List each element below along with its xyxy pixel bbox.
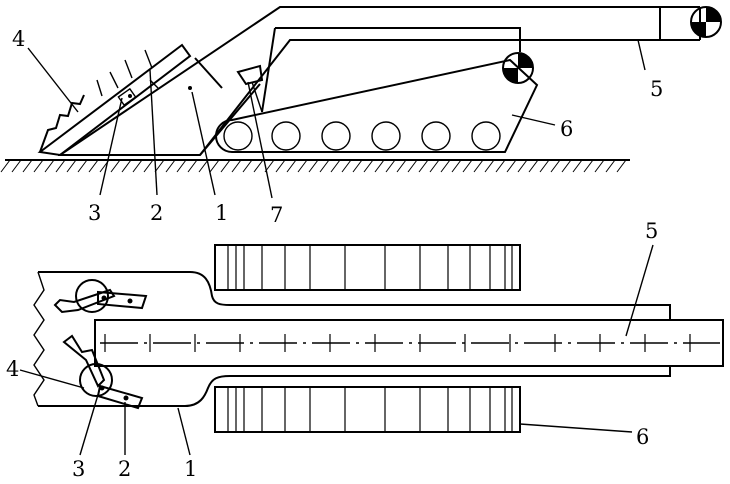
ground-hatch xyxy=(374,159,385,173)
ground-hatch xyxy=(484,159,495,173)
ground-hatch xyxy=(319,159,330,173)
ground-hatch xyxy=(517,159,528,173)
ground-hatch xyxy=(506,159,517,173)
label-crank-top: 3 xyxy=(72,457,85,481)
ground-hatch xyxy=(561,159,572,173)
label-shovel-top: 1 xyxy=(184,457,197,481)
break-line xyxy=(33,271,45,407)
ground-hatch xyxy=(341,159,352,173)
drive-sprocket-icon xyxy=(502,52,534,84)
ground-hatch xyxy=(297,159,308,173)
crawler-track xyxy=(215,58,539,153)
ground-hatch xyxy=(154,159,165,173)
road-wheel xyxy=(321,121,351,151)
road-wheel xyxy=(271,121,301,151)
ground-hatch xyxy=(286,159,297,173)
ground-hatch xyxy=(528,159,539,173)
label-crawler-top: 6 xyxy=(636,425,649,449)
top-view: 5 4 3 2 1 6 xyxy=(6,219,724,481)
gathering-claw-upper xyxy=(53,279,148,314)
label-conveyor-top: 5 xyxy=(645,219,658,243)
ground-hatch xyxy=(143,159,154,173)
ground-hatch xyxy=(583,159,594,173)
ground-hatch xyxy=(594,159,605,173)
ground xyxy=(0,159,630,173)
ground-hatch xyxy=(22,159,33,173)
ground-hatch xyxy=(11,159,22,173)
ground-hatch xyxy=(550,159,561,173)
ground-hatch xyxy=(385,159,396,173)
ground-hatch xyxy=(407,159,418,173)
ground-hatch xyxy=(88,159,99,173)
ground-hatch xyxy=(418,159,429,173)
ground-hatch xyxy=(110,159,121,173)
support-linkage xyxy=(236,64,264,113)
body-front-edge xyxy=(261,27,276,113)
ground-hatch xyxy=(352,159,363,173)
side-leader-lines xyxy=(27,39,646,199)
ground-hatch xyxy=(473,159,484,173)
conveyor-top xyxy=(94,319,724,367)
road-wheel xyxy=(371,121,401,151)
machine-body xyxy=(275,27,521,52)
ground-hatch xyxy=(495,159,506,173)
ground-hatch xyxy=(77,159,88,173)
label-rocker: 2 xyxy=(150,201,163,225)
ground-hatch xyxy=(187,159,198,173)
ground-hatch xyxy=(253,159,264,173)
ground-hatch xyxy=(220,159,231,173)
ground-hatch xyxy=(198,159,209,173)
ground-hatch xyxy=(616,159,627,173)
label-shovel-plate: 1 xyxy=(215,201,228,225)
ground-hatch xyxy=(462,159,473,173)
shovel-plate xyxy=(58,57,261,156)
shovel-outline-bottom xyxy=(38,366,671,407)
ground-hatch xyxy=(132,159,143,173)
track-bottom xyxy=(214,386,521,433)
label-crank: 3 xyxy=(88,201,101,225)
ground-hatch xyxy=(572,159,583,173)
ground-hatch xyxy=(308,159,319,173)
ground-hatch xyxy=(66,159,77,173)
ground-hatch xyxy=(429,159,440,173)
ground-hatch xyxy=(55,159,66,173)
label-rocker-top: 2 xyxy=(118,457,131,481)
ground-hatch xyxy=(231,159,242,173)
label-crawler: 6 xyxy=(560,117,573,141)
ground-hatch xyxy=(242,159,253,173)
road-wheel xyxy=(471,121,501,151)
label-gathering-claw: 4 xyxy=(12,27,25,51)
ground-hatch xyxy=(363,159,374,173)
label-support: 7 xyxy=(270,203,283,227)
ground-hatch xyxy=(396,159,407,173)
road-wheel xyxy=(421,121,451,151)
label-claw-top: 4 xyxy=(6,357,19,381)
ground-hatch xyxy=(165,159,176,173)
side-view: 4 3 2 1 7 5 6 xyxy=(0,6,722,227)
ground-hatch xyxy=(275,159,286,173)
ground-hatch xyxy=(605,159,616,173)
label-conveyor: 5 xyxy=(650,77,663,101)
head-pulley-icon xyxy=(690,6,722,38)
ground-hatch xyxy=(176,159,187,173)
ground-hatch xyxy=(330,159,341,173)
gathering-claw-lower xyxy=(62,334,144,410)
ground-hatch xyxy=(539,159,550,173)
track-top xyxy=(214,244,521,291)
top-leader-lines xyxy=(19,244,654,456)
shovel-outline-top xyxy=(38,271,671,320)
ground-hatch xyxy=(121,159,132,173)
ground-hatch xyxy=(0,159,11,173)
gathering-arm xyxy=(37,43,192,157)
road-wheel xyxy=(223,121,253,151)
ground-hatch xyxy=(33,159,44,173)
ground-hatch xyxy=(209,159,220,173)
ground-hatch xyxy=(440,159,451,173)
ground-hatch xyxy=(451,159,462,173)
ground-hatch xyxy=(44,159,55,173)
